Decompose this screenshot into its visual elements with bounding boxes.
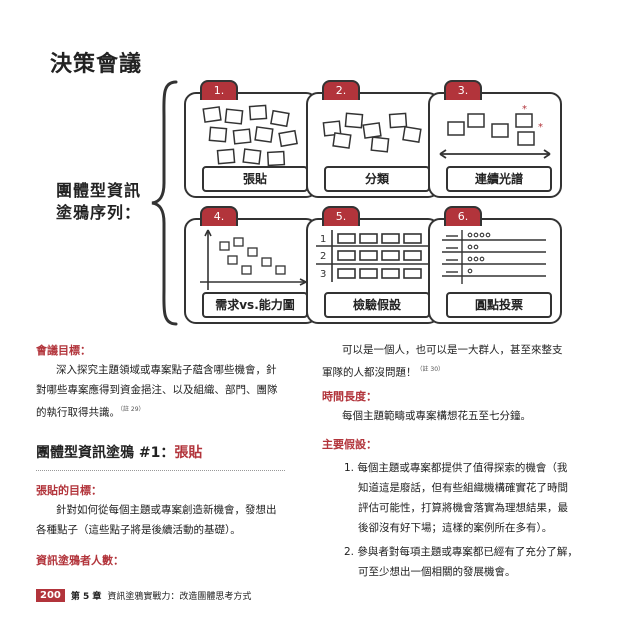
duration-heading: 時間長度：: [322, 390, 377, 403]
text-line: 深入探究主題領域或專案點子蘊含哪些機會，針: [56, 364, 277, 376]
text-line: 可至少想出一個相關的發展機會。: [358, 566, 516, 578]
spectrum-icon: * *: [439, 104, 551, 159]
svg-text:*: *: [522, 104, 527, 115]
text-line: 針對如何從每個主題或專案創造新機會，發想出: [56, 504, 277, 516]
meeting-goal-text: 深入探究主題領域或專案點子蘊含哪些機會，針 對哪些專案應得到資金挹注、以及組織、…: [36, 360, 304, 423]
card-spectrum: 3. * * 連續光譜: [428, 80, 562, 198]
text-line: 知道這是廢話，但有些組織機構確實花了時間: [358, 482, 568, 494]
text-line: 2. 參與者對每項主題或專案都已經有了充分了解，: [344, 546, 578, 558]
sequence-label-line2: 塗鴉序列：: [56, 203, 142, 222]
participants-text: 可以是一個人，也可以是一大群人，甚至來整支 軍隊的人都沒問題！（註 30）: [322, 340, 612, 383]
card-dot-voting: 6. 圓點投票: [428, 206, 562, 324]
chapter-number: 第 5 章: [70, 592, 102, 602]
sequence-label: 團體型資訊 塗鴉序列：: [56, 180, 141, 224]
text-line: 1. 每個主題或專案都提供了值得探索的機會（我: [344, 462, 568, 474]
chapter-title: 資訊塗鴉實戰力：改造團體思考方式: [107, 592, 252, 602]
text-line: 評估可能性，打算將機會落實為理想結果，最: [358, 502, 568, 514]
card-label: 連續光譜: [446, 166, 552, 192]
card-number: 3.: [444, 80, 482, 100]
card-need-vs-capability: 4. 需求vs.能力圖: [184, 206, 318, 324]
text-line: 可以是一個人，也可以是一大群人，甚至來整支: [342, 344, 563, 356]
card-label: 圓點投票: [446, 292, 552, 318]
curly-brace-icon: [151, 80, 178, 326]
quadrant-chart-icon: [200, 229, 307, 290]
text-line: 各種點子（這些點子將是後續活動的基礎）。: [36, 524, 241, 536]
section-heading: 團體型資訊塗鴉 #1：張貼: [36, 442, 202, 462]
card-number: 2.: [322, 80, 360, 100]
dotted-divider: [36, 470, 285, 471]
row-number: 2: [320, 251, 326, 262]
assumption-item-2: 2. 參與者對每項主題或專案都已經有了充分了解， 可至少想出一個相關的發展機會。: [344, 542, 620, 582]
svg-text:*: *: [538, 122, 543, 133]
card-label: 檢驗假設: [324, 292, 430, 318]
page-title: 決策會議: [50, 52, 143, 77]
citation: （註 30）: [416, 366, 445, 373]
section-heading-prefix: 團體型資訊塗鴉 #1：: [36, 445, 175, 461]
row-number: 1: [320, 234, 326, 245]
participants-heading: 資訊塗鴉者人數：: [36, 554, 124, 567]
page-footer: 200 第 5 章 資訊塗鴉實戰力：改造團體思考方式: [36, 589, 251, 602]
card-label: 分類: [324, 166, 430, 192]
card-post: 1. 張貼: [184, 80, 318, 198]
card-label: 張貼: [202, 166, 308, 192]
page-number: 200: [36, 589, 65, 602]
dot-voting-icon: [442, 230, 546, 284]
assumptions-heading: 主要假設：: [322, 438, 377, 451]
citation: （註 29）: [120, 406, 145, 413]
card-number: 6.: [444, 206, 482, 226]
text-line: 的執行取得共識。: [36, 406, 120, 419]
text-line: 對哪些專案應得到資金挹注、以及組織、部門、團隊: [36, 384, 278, 396]
text-line: 軍隊的人都沒問題！: [322, 366, 417, 379]
rows-grid-icon: 1 2 3: [316, 230, 430, 282]
text-line: 後卻沒有好下場；這樣的案例所在多有）。: [358, 522, 553, 534]
card-label: 需求vs.能力圖: [202, 292, 308, 318]
sequence-label-line1: 團體型資訊: [56, 181, 142, 200]
card-test-hypotheses: 5. 1 2 3 檢驗假設: [306, 206, 440, 324]
post-goal-text: 針對如何從每個主題或專案創造新機會，發想出 各種點子（這些點子將是後續活動的基礎…: [36, 500, 304, 540]
row-number: 3: [320, 269, 326, 280]
meeting-goal-heading: 會議目標：: [36, 344, 91, 357]
card-sort: 2. 分類: [306, 80, 440, 198]
card-number: 1.: [200, 80, 238, 100]
card-number: 5.: [322, 206, 360, 226]
section-heading-name: 張貼: [174, 445, 203, 461]
sorted-notes-icon: [322, 112, 422, 153]
sticky-notes-icon: [202, 104, 298, 167]
duration-text: 每個主題範疇或專案構想花五至七分鐘。: [342, 410, 531, 422]
card-number: 4.: [200, 206, 238, 226]
post-goal-heading: 張貼的目標：: [36, 484, 102, 497]
assumption-item-1: 1. 每個主題或專案都提供了值得探索的機會（我 知道這是廢話，但有些組織機構確實…: [344, 458, 614, 538]
